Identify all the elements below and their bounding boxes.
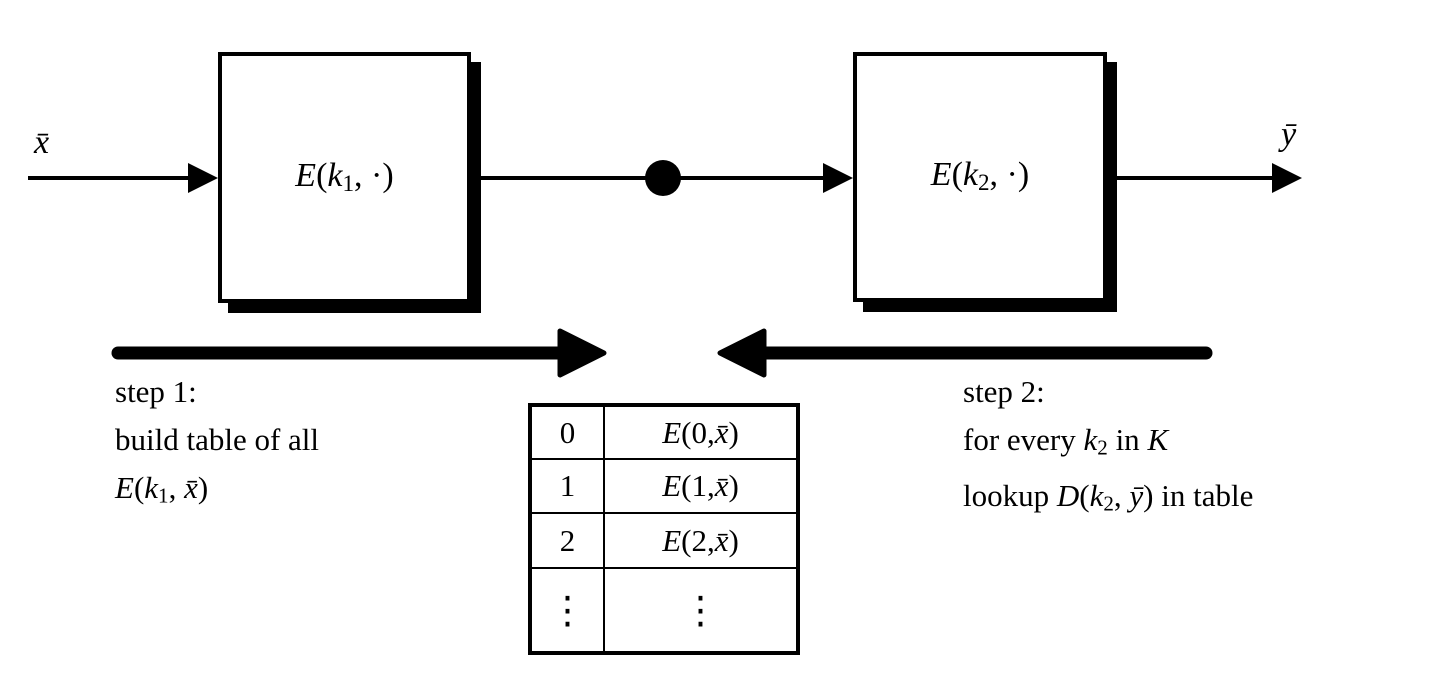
step2-line2-key: k xyxy=(1083,422,1098,457)
value-fn: E xyxy=(662,522,682,558)
value-close: ) xyxy=(728,414,739,450)
box2-fn: E xyxy=(930,156,952,194)
value-fn: E xyxy=(662,414,682,450)
box2-close-paren: ) xyxy=(1017,156,1030,194)
step2-line2-pre: for every xyxy=(963,422,1084,457)
box2-key-subscript: 2 xyxy=(977,170,990,197)
step1-formula-fn: E xyxy=(115,470,134,505)
step2-line2-mid: in xyxy=(1107,422,1148,457)
value-close: ) xyxy=(728,522,739,558)
box2-comma-dot: , · xyxy=(989,156,1018,194)
encryption-box-2-label: E(k2, ·) xyxy=(931,156,1029,197)
step1-text: step 1: build table of all E(k1, x̄) xyxy=(115,368,319,520)
value-args: (0, xyxy=(681,414,715,450)
step1-heading: step 1: xyxy=(115,374,197,409)
vertical-ellipsis: ⋮ xyxy=(548,588,587,632)
table-key-cell: ⋮ xyxy=(532,569,605,651)
table-key: 0 xyxy=(559,414,576,450)
table-key: 2 xyxy=(559,522,576,558)
table-value-cell: ⋮ xyxy=(605,569,796,651)
encryption-box-1-label: E(k1, ·) xyxy=(295,157,393,198)
table-value-cell: E(1, x̄) xyxy=(605,460,796,514)
input-label: x̄ xyxy=(34,124,50,161)
step2-heading: step 2: xyxy=(963,374,1045,409)
step2-line3-key: k xyxy=(1089,477,1104,513)
step2-line3-comma: , xyxy=(1113,477,1130,513)
box1-open-paren: ( xyxy=(316,156,328,194)
lookup-table: 0 E(0, x̄) 1 E(1, x̄) 2 E(2, x̄) ⋮ ⋮ xyxy=(528,403,800,655)
step2-line3-open: ( xyxy=(1079,477,1090,513)
step2-arrowhead xyxy=(717,328,767,378)
step1-description: build table of all xyxy=(115,422,320,457)
step2-line3-sub: 2 xyxy=(1103,491,1114,516)
input-arrowhead xyxy=(188,163,218,193)
inter-block-arrowhead xyxy=(823,163,853,193)
step1-formula-comma: , xyxy=(168,470,185,505)
step2-line2-sub: 2 xyxy=(1097,435,1108,460)
table-key-cell: 1 xyxy=(532,460,605,514)
box1-close-paren: ) xyxy=(382,156,394,194)
table-key-cell: 2 xyxy=(532,514,605,569)
table-value-cell: E(2, x̄) xyxy=(605,514,796,569)
step2-line3-post: in table xyxy=(1153,477,1254,513)
value-close: ) xyxy=(728,468,739,503)
output-label: ȳ xyxy=(1281,116,1297,153)
step1-formula-key: k xyxy=(144,470,159,505)
table-key-cell: 0 xyxy=(532,407,605,460)
step2-line3-close: ) xyxy=(1143,477,1154,513)
step2-description-1: for every k2 in K xyxy=(963,416,1253,472)
value-arg-var: x̄ xyxy=(714,522,729,558)
value-fn: E xyxy=(662,468,682,503)
step1-formula-close: ) xyxy=(197,470,209,505)
step2-line3-pre: lookup xyxy=(963,477,1057,513)
step1-formula-arg: x̄ xyxy=(184,470,198,505)
box1-key-var: k xyxy=(327,156,343,194)
value-args: (1, xyxy=(681,468,715,503)
step2-line3-arg: ȳ xyxy=(1129,477,1144,513)
encryption-box-2: E(k2, ·) xyxy=(853,52,1107,302)
output-arrowhead xyxy=(1272,163,1302,193)
table-key: 1 xyxy=(559,468,576,503)
value-arg-var: x̄ xyxy=(714,468,729,503)
vertical-ellipsis: ⋮ xyxy=(681,588,720,632)
table-value-cell: E(0, x̄) xyxy=(605,407,796,460)
step2-text: step 2: for every k2 in K lookup D(k2, ȳ… xyxy=(963,368,1253,527)
step2-keyspace-set: K xyxy=(1147,422,1169,457)
box1-fn: E xyxy=(295,156,317,194)
step2-description-2: lookup D(k2, ȳ) in table xyxy=(963,472,1253,528)
box2-key-var: k xyxy=(962,156,978,194)
box1-key-subscript: 1 xyxy=(342,171,355,198)
value-arg-var: x̄ xyxy=(714,414,729,450)
step2-line3-fn: D xyxy=(1056,477,1080,513)
step1-formula: E(k1, x̄) xyxy=(115,464,319,520)
junction-dot xyxy=(645,160,681,196)
box2-open-paren: ( xyxy=(951,156,963,194)
value-args: (2, xyxy=(681,522,715,558)
step1-arrowhead xyxy=(557,328,607,378)
step1-formula-open: ( xyxy=(133,470,145,505)
box1-comma-dot: , · xyxy=(354,156,383,194)
step1-formula-sub: 1 xyxy=(158,483,169,508)
encryption-box-1: E(k1, ·) xyxy=(218,52,471,303)
